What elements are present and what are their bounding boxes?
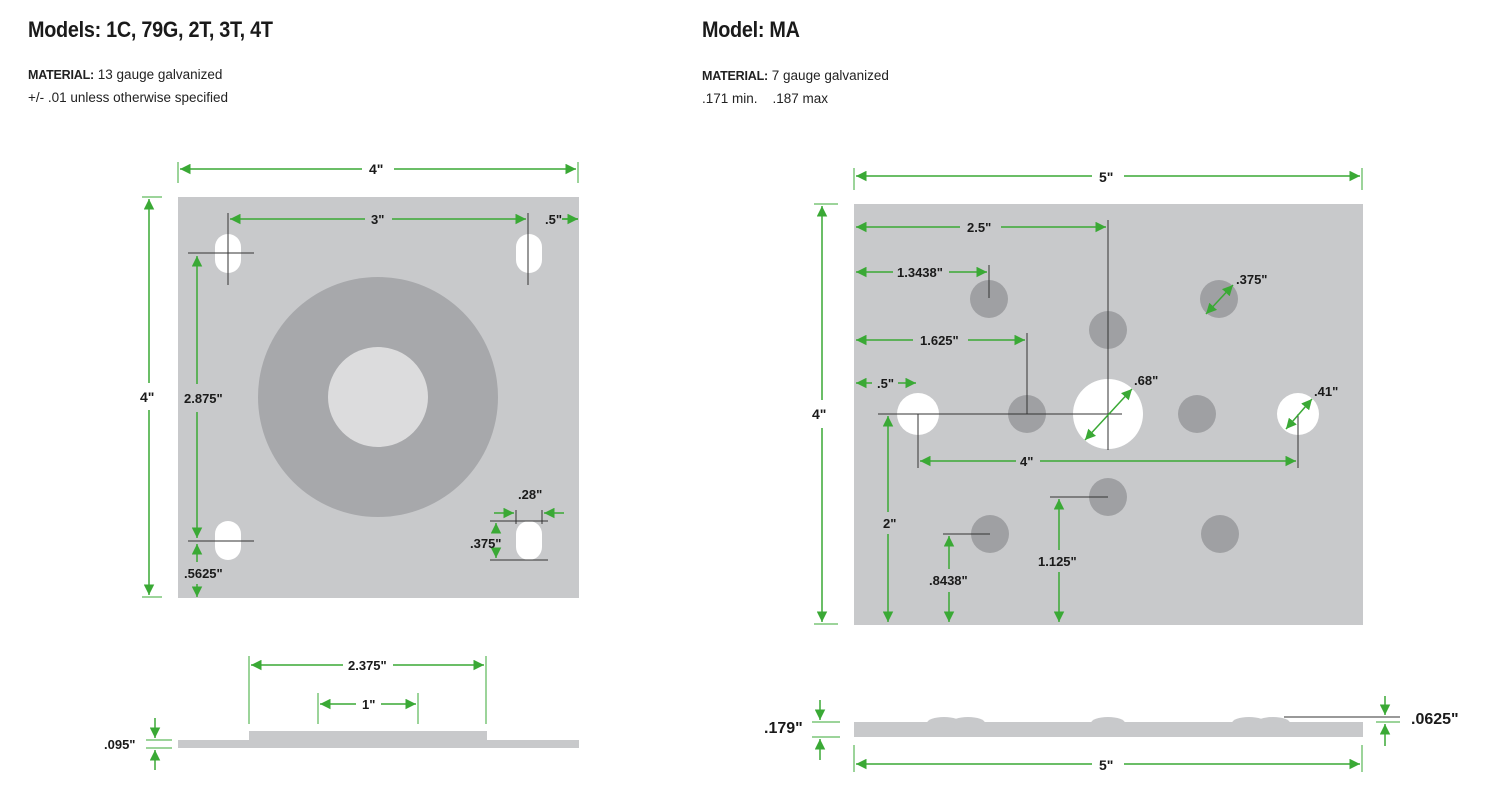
right-center-label: 2.5" bbox=[967, 220, 991, 235]
right-title: Model: MA bbox=[702, 17, 800, 42]
right-material-label: MATERIAL: bbox=[702, 69, 769, 83]
left-material-value: 13 gauge galvanized bbox=[97, 67, 223, 82]
left-profile-raised bbox=[249, 731, 487, 748]
right-overall-thickness-label: .179" bbox=[764, 720, 803, 737]
slot-top-right bbox=[516, 234, 542, 273]
left-leaders bbox=[188, 213, 548, 561]
right-width-label: 5" bbox=[1099, 169, 1113, 185]
dimple-8 bbox=[1201, 515, 1239, 553]
right-edge-label: .5" bbox=[877, 376, 894, 391]
left-thickness-label: .095" bbox=[104, 737, 135, 752]
dimple-5 bbox=[1178, 395, 1216, 433]
right-height-label: 4" bbox=[812, 406, 826, 422]
right-lower-hole-label: 1.125" bbox=[1038, 554, 1077, 569]
left-slot-width-label: .28" bbox=[518, 487, 542, 502]
right-hole-b-label: 1.625" bbox=[920, 333, 959, 348]
left-material: MATERIAL: 13 gauge galvanized bbox=[28, 67, 222, 82]
left-vertical-spacing-label: 2.875" bbox=[184, 391, 223, 406]
right-material-value: 7 gauge galvanized bbox=[771, 68, 889, 83]
dimple-1 bbox=[970, 280, 1008, 318]
right-material: MATERIAL: 7 gauge galvanized bbox=[702, 68, 889, 83]
right-hole-span-label: 4" bbox=[1020, 454, 1033, 469]
left-tolerance: +/- .01 unless otherwise specified bbox=[28, 90, 228, 105]
left-profile: 2.375" 1" .095" bbox=[104, 656, 579, 770]
right-hole-a-label: 1.3438" bbox=[897, 265, 943, 280]
right-profile-bumps bbox=[927, 717, 1290, 729]
right-side-hole-label: .41" bbox=[1314, 384, 1338, 399]
left-bottom-offset-label: .5625" bbox=[184, 566, 223, 581]
right-thickness-range: .171 min. .187 max bbox=[702, 91, 829, 106]
left-center-disc bbox=[328, 347, 428, 447]
left-slot-height-label: .375" bbox=[470, 536, 501, 551]
right-lower-left-label: .8438" bbox=[929, 573, 968, 588]
right-profile-width-label: 5" bbox=[1099, 757, 1113, 773]
left-profile-center-label: 1" bbox=[362, 697, 375, 712]
left-material-label: MATERIAL: bbox=[28, 68, 95, 82]
left-profile-raised-label: 2.375" bbox=[348, 658, 387, 673]
left-height-label: 4" bbox=[140, 389, 154, 405]
right-plate-group: 5" 4" 2.5" 1.3438" 1.625" .5" .375" .68"… bbox=[812, 168, 1363, 625]
right-plate-thickness-label: .0625" bbox=[1411, 711, 1459, 728]
right-profile: .179" .0625" 5" bbox=[764, 696, 1459, 773]
left-plate-group: 4" 4" 3" .5" 2.875" .5625" .28" .375" bbox=[140, 161, 579, 598]
left-slot-spacing-label: 3" bbox=[371, 212, 384, 227]
left-edge-offset-label: .5" bbox=[545, 212, 562, 227]
left-title: Models: 1C, 79G, 2T, 3T, 4T bbox=[28, 17, 273, 42]
left-width-label: 4" bbox=[369, 161, 383, 177]
slot-bottom-right bbox=[516, 521, 542, 560]
right-big-hole-label: .68" bbox=[1134, 373, 1158, 388]
right-small-hole-label: .375" bbox=[1236, 272, 1267, 287]
right-hole-height-label: 2" bbox=[883, 516, 896, 531]
